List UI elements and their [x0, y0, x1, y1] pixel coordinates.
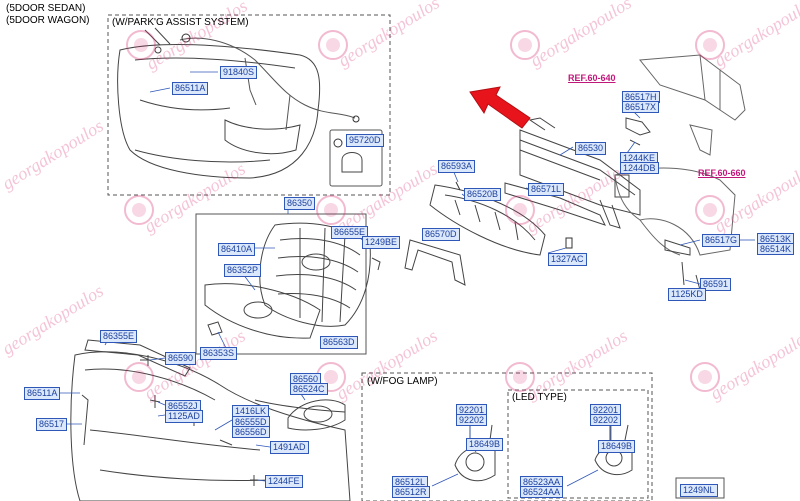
- bumper-beam: [519, 117, 641, 229]
- part-label-92202-fog[interactable]: 92202: [456, 414, 488, 426]
- led-type-heading: (LED TYPE): [512, 392, 567, 403]
- part-label-86517[interactable]: 86517: [36, 418, 68, 431]
- part-label-1327ac[interactable]: 1327AC: [548, 253, 587, 266]
- part-label-92201-led[interactable]: 92201: [590, 404, 622, 416]
- part-label-86571l[interactable]: 86571L: [528, 183, 565, 196]
- part-label-86570d[interactable]: 86570D: [422, 228, 460, 241]
- variant-wagon-heading: (5DOOR WAGON): [6, 15, 90, 26]
- part-label-92202-led[interactable]: 92202: [590, 414, 622, 426]
- part-label-1125kd[interactable]: 1125KD: [668, 288, 706, 301]
- ref-60-660[interactable]: REF.60-660: [698, 168, 746, 178]
- part-label-86655e[interactable]: 86655E: [331, 226, 369, 239]
- part-label-1491ad[interactable]: 1491AD: [270, 441, 309, 454]
- part-label-86511a-top[interactable]: 86511A: [172, 82, 209, 95]
- part-label-1249nl[interactable]: 1249NL: [680, 484, 718, 497]
- box-part-1249nl: [675, 477, 725, 499]
- part-label-18649b-fog[interactable]: 18649B: [466, 438, 504, 451]
- part-label-86355e[interactable]: 86355E: [100, 330, 138, 343]
- part-label-86511a-bottom[interactable]: 86511A: [24, 387, 61, 400]
- box-fog-lamp: [361, 372, 653, 501]
- trim-86355e: [84, 339, 191, 377]
- part-label-86410a[interactable]: 86410A: [218, 243, 256, 256]
- part-label-86517x[interactable]: 86517X: [622, 101, 660, 113]
- part-label-86350[interactable]: 86350: [284, 197, 316, 210]
- box-led: [507, 389, 649, 499]
- red-pointer-arrow: [469, 86, 531, 129]
- part-label-86520b[interactable]: 86520B: [464, 188, 502, 201]
- parking-sensor-harness: [179, 37, 356, 119]
- part-label-86352p[interactable]: 86352P: [224, 264, 262, 277]
- part-label-18649b-led[interactable]: 18649B: [598, 440, 636, 453]
- part-label-86590[interactable]: 86590: [165, 352, 197, 365]
- part-label-86591[interactable]: 86591: [700, 278, 732, 291]
- fender: [614, 167, 736, 256]
- part-label-86563d[interactable]: 86563D: [320, 336, 358, 349]
- part-label-91840s[interactable]: 91840S: [220, 66, 258, 79]
- ref-60-640[interactable]: REF.60-640: [568, 73, 616, 83]
- part-label-1244fe[interactable]: 1244FE: [265, 475, 303, 488]
- part-label-86560[interactable]: 86560: [290, 373, 322, 385]
- variant-sedan-heading: (5DOOR SEDAN): [6, 3, 86, 14]
- parking-assist-heading: (W/PARK'G ASSIST SYSTEM): [112, 17, 249, 28]
- part-label-86524aa[interactable]: 86524AA: [520, 486, 564, 498]
- box-part-95720d: [329, 129, 383, 187]
- bumper-cover-top: [117, 27, 321, 179]
- part-label-86517g[interactable]: 86517G: [702, 234, 741, 247]
- box-grille: [195, 213, 367, 355]
- part-label-86530[interactable]: 86530: [575, 142, 607, 155]
- part-label-86556d[interactable]: 86556D: [232, 426, 270, 438]
- part-label-86353s[interactable]: 86353S: [200, 347, 238, 360]
- fog-lamp-heading: (W/FOG LAMP): [367, 376, 438, 387]
- bumper-cover-bottom: [70, 351, 351, 501]
- fog-lamp-bezel: [287, 399, 346, 431]
- part-label-86514k[interactable]: 86514K: [757, 243, 795, 255]
- front-panel: [639, 54, 746, 156]
- part-label-95720d[interactable]: 95720D: [346, 134, 384, 147]
- bracket-86570d: [404, 239, 466, 286]
- part-label-1249be[interactable]: 1249BE: [362, 236, 401, 249]
- bracket-86571l: [504, 182, 606, 226]
- part-label-1125ad[interactable]: 1125AD: [165, 410, 203, 423]
- part-label-86524c[interactable]: 86524C: [290, 383, 328, 395]
- part-label-86512r[interactable]: 86512R: [392, 486, 430, 498]
- part-label-86593a[interactable]: 86593A: [438, 160, 476, 173]
- part-label-1244db[interactable]: 1244DB: [620, 162, 659, 174]
- upper-grille: [204, 283, 321, 339]
- box-parking-assist: [107, 14, 391, 196]
